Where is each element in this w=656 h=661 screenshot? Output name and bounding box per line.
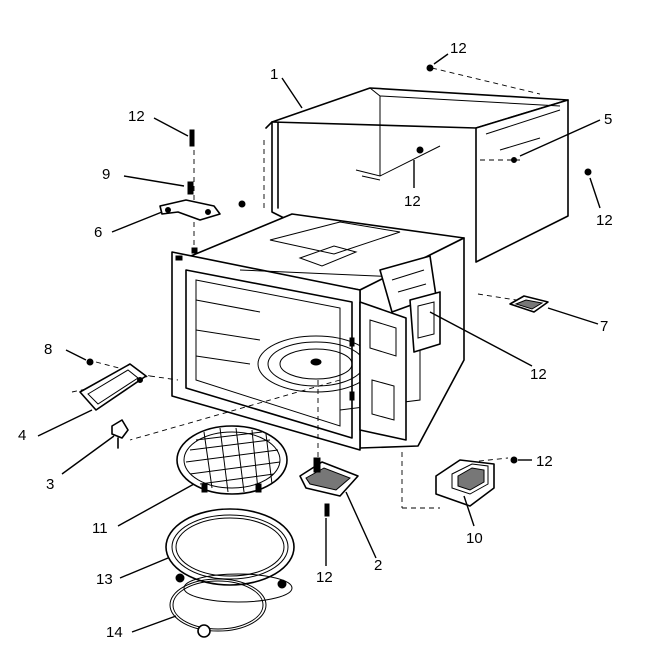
callout-12-chassis: 12 [530, 366, 547, 383]
screw-12-cabinet-mid [416, 146, 424, 154]
screw-12-bracket [510, 456, 518, 464]
callout-5: 5 [604, 111, 612, 128]
screw-part-8 [86, 358, 94, 366]
callout-3: 3 [46, 476, 54, 493]
plate-part-7 [509, 295, 549, 313]
callout-8: 8 [44, 341, 52, 358]
screw-12-bottom [324, 503, 330, 517]
screw-12-right [584, 168, 592, 176]
callout-14: 14 [106, 624, 123, 641]
callout-4: 4 [18, 427, 26, 444]
callout-13: 13 [96, 571, 113, 588]
screw-part-5 [511, 157, 517, 163]
motor-part-2 [299, 457, 359, 497]
screw-12-left [238, 200, 246, 208]
grill-rack-part-11 [176, 425, 288, 495]
part-3-knob [111, 419, 129, 449]
callout-12-bottom: 12 [316, 569, 333, 586]
callout-labels: 1 12 12 5 9 12 12 6 7 8 12 4 3 12 11 10 … [18, 40, 613, 641]
oven-chassis [171, 213, 465, 451]
screw-12-top-left [189, 129, 195, 147]
roller-ring-part-14 [169, 578, 267, 638]
turntable-tray-part-13 [165, 508, 295, 603]
callout-12-mid: 12 [404, 193, 421, 210]
screw-12-top [426, 64, 434, 72]
callout-12-bracket: 12 [536, 453, 553, 470]
bracket-part-10 [435, 459, 495, 507]
screw-part-9 [187, 181, 194, 195]
callout-1: 1 [270, 66, 278, 83]
bracket-part-6 [159, 199, 221, 221]
cover-part-4 [79, 363, 147, 411]
callout-9: 9 [102, 166, 110, 183]
callout-12-top: 12 [450, 40, 467, 57]
callout-12-top-left: 12 [128, 108, 145, 125]
callout-12-right: 12 [596, 212, 613, 229]
outer-cabinet [265, 87, 569, 263]
callout-11: 11 [92, 520, 108, 537]
leader-lines [37, 53, 601, 633]
callout-10: 10 [466, 530, 483, 547]
screws [86, 64, 592, 517]
callout-2: 2 [374, 557, 382, 574]
callout-7: 7 [600, 318, 608, 335]
callout-6: 6 [94, 224, 102, 241]
